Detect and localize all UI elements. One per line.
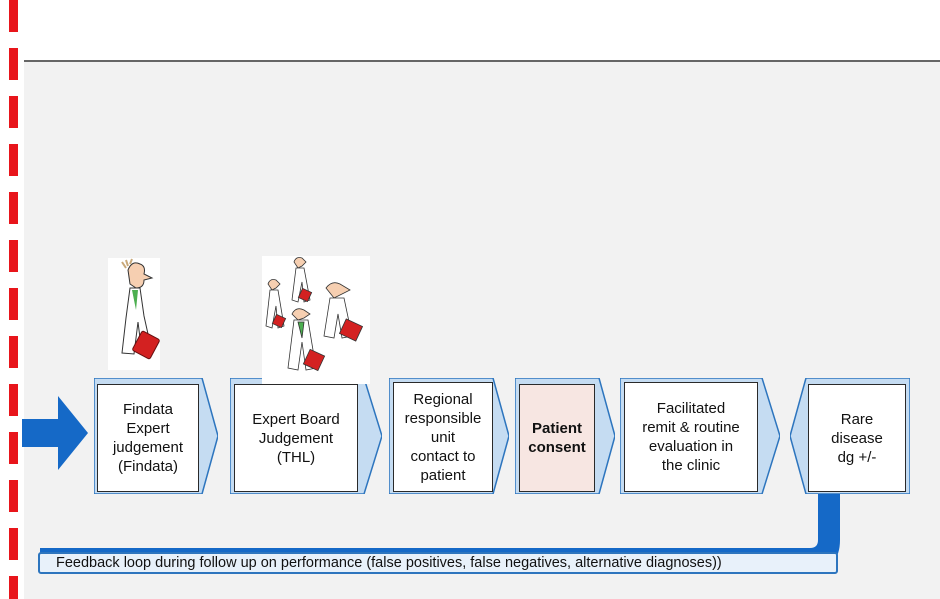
entry-arrow-icon bbox=[22, 396, 88, 470]
step-rare-disease: Rare disease dg +/- bbox=[790, 378, 910, 494]
step-regional-unit: Regional responsible unit contact to pat… bbox=[389, 378, 509, 494]
dashed-border-line bbox=[9, 0, 18, 599]
step-label: Findata Expert judgement (Findata) bbox=[97, 384, 199, 492]
step-expert-board: Expert Board Judgement (THL) bbox=[230, 378, 382, 494]
step-label: Patient consent bbox=[519, 384, 595, 492]
step-label: Regional responsible unit contact to pat… bbox=[393, 382, 493, 492]
step-label: Rare disease dg +/- bbox=[808, 384, 906, 492]
step-facilitated-remit: Facilitated remit & routine evaluation i… bbox=[620, 378, 780, 494]
doctor-group-icon bbox=[262, 256, 370, 384]
doctor-figure-icon bbox=[108, 258, 160, 370]
feedback-connector bbox=[40, 490, 840, 570]
step-patient-consent: Patient consent bbox=[515, 378, 615, 494]
step-label: Facilitated remit & routine evaluation i… bbox=[624, 382, 758, 492]
feedback-loop-label: Feedback loop during follow up on perfor… bbox=[38, 552, 838, 574]
slide-background bbox=[24, 62, 940, 599]
header-divider bbox=[24, 60, 940, 62]
step-findata: Findata Expert judgement (Findata) bbox=[94, 378, 218, 494]
step-label: Expert Board Judgement (THL) bbox=[234, 384, 358, 492]
